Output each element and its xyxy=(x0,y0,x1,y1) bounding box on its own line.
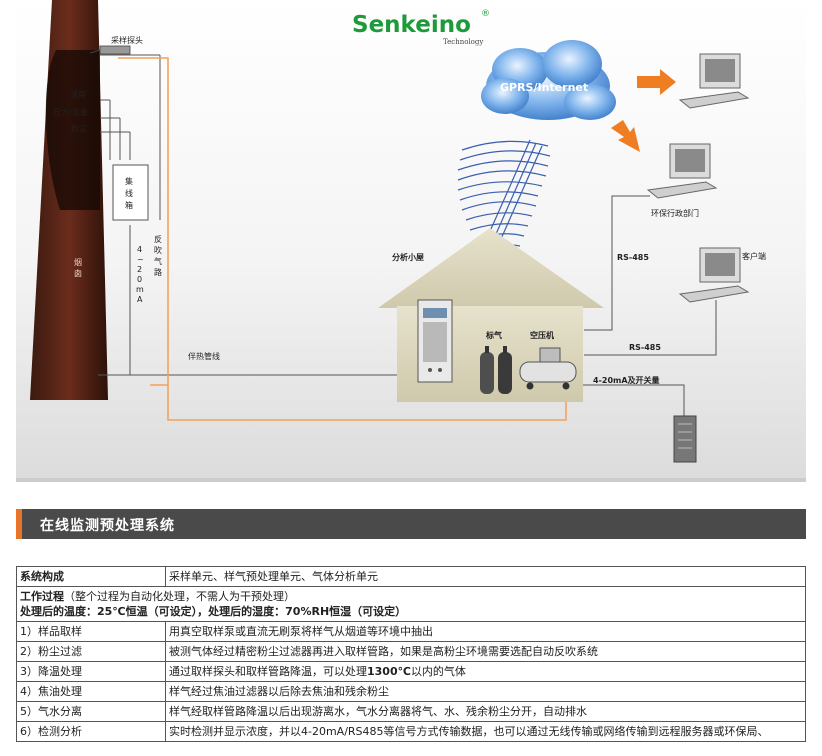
chimney xyxy=(30,0,108,400)
transmit-arrows xyxy=(611,69,676,152)
process-humidity-value: 70%RH恒湿（可设定） xyxy=(285,605,407,618)
backflush-label-3: 气 xyxy=(154,256,162,266)
junction-box-label-3: 箱 xyxy=(125,200,133,210)
junction-box xyxy=(112,164,149,221)
table-row: 工作过程（整个过程为自动化处理，不需人为干预处理） 处理后的温度：25℃恒温（可… xyxy=(16,586,806,622)
chimney-label-1: 烟 xyxy=(74,258,82,267)
cloud-label: GPRS/Internet xyxy=(500,81,588,94)
step-text: 实时检测并显示浓度，并以4-20mA/RS485等信号方式传输数据，也可以通过无… xyxy=(165,721,806,742)
table-row: 1）样品取样 用真空取样泵或直流无刷泵将样气从烟道等环境中抽出 xyxy=(16,621,806,642)
computer-client xyxy=(678,247,750,303)
step-text: 样气经取样管路降温以后出现游离水，气水分离器将气、水、残余粉尘分开，自动排水 xyxy=(165,701,806,722)
process-cell: 工作过程（整个过程为自动化处理，不需人为干预处理） 处理后的温度：25℃恒温（可… xyxy=(16,586,806,622)
chimney-label-2: 囱 xyxy=(74,268,82,278)
step-text-temp: 1300℃ xyxy=(367,665,411,678)
section-title: 在线监测预处理系统 xyxy=(40,518,175,534)
client-label: 客户端 xyxy=(742,251,766,261)
step-text: 通过取样探头和取样管路降温，可以处理1300℃以内的气体 xyxy=(165,661,806,682)
table-row: 4）焦油处理 样气经过焦油过滤器以后除去焦油和残余粉尘 xyxy=(16,681,806,702)
step-text: 用真空取样泵或直流无刷泵将样气从烟道等环境中抽出 xyxy=(165,621,806,642)
gprs-internet-cloud xyxy=(481,40,616,120)
dust-label: 粉尘 xyxy=(71,123,87,133)
table-row: 2）粉尘过滤 被测气体经过精密粉尘过滤器再进入取样管路，如果是高粉尘环境需要选配… xyxy=(16,641,806,662)
table-row: 6）检测分析 实时检测并显示浓度，并以4-20mA/RS485等信号方式传输数据… xyxy=(16,721,806,742)
current-label-3: 2 xyxy=(137,265,142,274)
current-label-2: ~ xyxy=(137,255,144,264)
backflush-label-4: 路 xyxy=(154,267,162,277)
process-temp-value: 25℃恒温 xyxy=(97,605,148,618)
composition-value: 采样单元、样气预处理单元、气体分析单元 xyxy=(165,566,806,587)
table-row: 系统构成 采样单元、样气预处理单元、气体分析单元 xyxy=(16,566,806,587)
logo: Senkeino ® Technology xyxy=(352,9,490,46)
current-label-5: m xyxy=(136,285,144,294)
table-row: 3）降温处理 通过取样探头和取样管路降温，可以处理1300℃以内的气体 xyxy=(16,661,806,682)
logo-registered-mark: ® xyxy=(481,9,490,19)
standard-gas-label: 标气 xyxy=(485,330,502,340)
current-label-4: 0 xyxy=(137,275,142,284)
process-title: 工作过程 xyxy=(20,590,64,603)
system-diagram: 烟 囱 集 线 箱 采样探头 温度 压力/流量 粉尘 4 ~ 2 0 m A 反… xyxy=(16,0,806,482)
relay-cabinet xyxy=(673,415,697,463)
step-text-a: 通过取样探头和取样管路降温，可以处理 xyxy=(169,665,367,678)
rs485-lines xyxy=(566,195,717,418)
sample-probe xyxy=(99,45,131,55)
epb-label: 环保行政部门 xyxy=(651,208,699,218)
computer-top xyxy=(678,53,750,109)
computer-epb xyxy=(646,143,718,199)
logo-subtitle: Technology xyxy=(443,38,483,46)
process-humidity-label: （可设定），处理后的湿度： xyxy=(147,605,286,618)
section-banner: 在线监测预处理系统 xyxy=(16,509,806,539)
backflush-line xyxy=(118,57,567,421)
backflush-label-1: 反 xyxy=(154,234,162,244)
rs485-label-top: RS-485 xyxy=(617,253,649,262)
heat-trace-label: 伴热管线 xyxy=(188,351,220,361)
rs485-label-bottom: RS-485 xyxy=(629,343,661,352)
switch-signal-label: 4-20mA及开关量 xyxy=(593,375,660,385)
junction-box-label-1: 集 xyxy=(125,176,133,186)
step-label: 3）降温处理 xyxy=(16,661,166,682)
analyzer-cabinet xyxy=(417,299,453,383)
air-compressor xyxy=(519,347,577,390)
probe-label: 采样探头 xyxy=(111,35,143,45)
step-label: 1）样品取样 xyxy=(16,621,166,642)
current-label-1: 4 xyxy=(137,245,142,254)
step-text-c: 以内的气体 xyxy=(410,665,466,678)
process-temp-label: 处理后的温度： xyxy=(20,605,97,618)
sensor-wires xyxy=(98,54,400,376)
step-text: 样气经过焦油过滤器以后除去焦油和残余粉尘 xyxy=(165,681,806,702)
pressure-flow-label: 压力/流量 xyxy=(53,107,88,117)
junction-box-label-2: 线 xyxy=(125,188,133,198)
shelter-label: 分析小屋 xyxy=(392,252,424,262)
step-label: 2）粉尘过滤 xyxy=(16,641,166,662)
step-label: 4）焦油处理 xyxy=(16,681,166,702)
backflush-label-2: 吹 xyxy=(154,245,162,255)
composition-label: 系统构成 xyxy=(16,566,166,587)
compressor-label: 空压机 xyxy=(530,330,554,340)
step-text: 被测气体经过精密粉尘过滤器再进入取样管路，如果是高粉尘环境需要选配自动反吹系统 xyxy=(165,641,806,662)
step-label: 5）气水分离 xyxy=(16,701,166,722)
logo-brand: Senkeino xyxy=(352,12,471,38)
gas-cylinders xyxy=(480,346,512,394)
current-label-6: A xyxy=(137,295,143,304)
diagram-background xyxy=(16,0,806,478)
spec-table: 系统构成 采样单元、样气预处理单元、气体分析单元 工作过程（整个过程为自动化处理… xyxy=(16,566,806,742)
table-row: 5）气水分离 样气经取样管路降温以后出现游离水，气水分离器将气、水、残余粉尘分开… xyxy=(16,701,806,722)
step-label: 6）检测分析 xyxy=(16,721,166,742)
process-note: （整个过程为自动化处理，不需人为干预处理） xyxy=(64,590,295,603)
temperature-label: 温度 xyxy=(70,89,86,99)
banner-accent xyxy=(16,509,22,539)
